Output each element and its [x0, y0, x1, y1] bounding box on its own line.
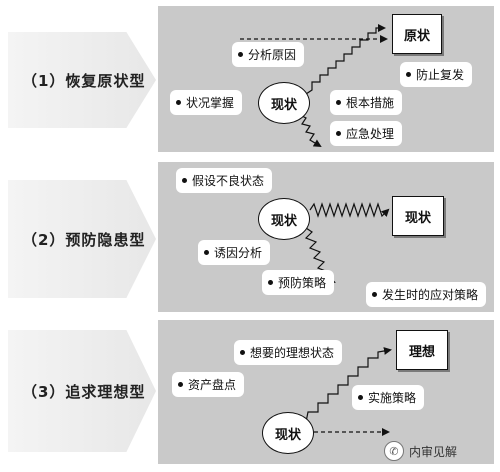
wechat-icon: ✆	[384, 441, 404, 461]
target-box-label: 现状	[404, 210, 431, 226]
watermark: ✆ 内审见解	[384, 438, 492, 464]
target-box-label: 理想	[408, 344, 435, 360]
pill-label: 防止复发	[416, 68, 465, 82]
current-state-label: 现状	[270, 97, 297, 113]
dot-icon	[238, 52, 243, 57]
pill-response-strategy: 发生时的应对策略	[366, 282, 487, 307]
pill-grasp-situation: 状况掌握	[170, 90, 243, 115]
dot-icon	[176, 100, 181, 105]
current-state-label: 现状	[274, 427, 301, 443]
target-box-label: 原状	[403, 28, 430, 44]
pill-label: 想要的理想状态	[250, 346, 335, 360]
pill-cause-analysis: 诱因分析	[198, 240, 271, 265]
pill-ideal-state: 想要的理想状态	[234, 340, 343, 365]
pill-prevent-recurrence: 防止复发	[400, 62, 473, 87]
pill-label: 资产盘点	[188, 378, 237, 392]
pill-label: 根本措施	[346, 96, 395, 110]
row-label-text: （1）恢复原状型	[22, 71, 146, 90]
dot-icon	[240, 350, 245, 355]
pill-label: 发生时的应对策略	[382, 288, 479, 302]
pill-label: 分析原因	[248, 48, 297, 62]
dot-icon	[336, 100, 341, 105]
pill-prevention-strategy: 预防策略	[262, 270, 335, 295]
dot-icon	[268, 280, 273, 285]
current-state-ellipse-restore: 现状	[258, 82, 310, 124]
target-box-prevent: 现状	[392, 196, 444, 236]
dot-icon	[204, 250, 209, 255]
pill-label: 诱因分析	[214, 246, 263, 260]
pill-analyze-cause: 分析原因	[232, 42, 305, 67]
current-state-ellipse-ideal: 现状	[262, 412, 314, 454]
pill-label: 假设不良状态	[192, 174, 265, 188]
pill-emergency: 应急处理	[330, 121, 403, 146]
current-state-label: 现状	[270, 213, 297, 229]
pill-label: 应急处理	[346, 127, 395, 141]
dot-icon	[178, 382, 183, 387]
dot-icon	[372, 292, 377, 297]
pill-label: 状况掌握	[186, 96, 235, 110]
pill-asset-inventory: 资产盘点	[172, 372, 245, 397]
dot-icon	[358, 395, 363, 400]
row-label-text: （2）预防隐患型	[22, 230, 146, 249]
watermark-text: 内审见解	[409, 444, 458, 459]
dot-icon	[182, 178, 187, 183]
row-label-restore: （1）恢复原状型	[8, 32, 156, 128]
current-state-ellipse-prevent: 现状	[258, 198, 310, 240]
target-box-ideal: 理想	[396, 330, 448, 370]
row-label-prevent: （2）预防隐患型	[8, 180, 156, 298]
pill-label: 预防策略	[278, 276, 327, 290]
dot-icon	[336, 131, 341, 136]
pill-label: 实施策略	[368, 391, 417, 405]
target-box-original: 原状	[392, 14, 442, 54]
pill-implementation-strategy: 实施策略	[352, 385, 425, 410]
row-label-text: （3）追求理想型	[22, 382, 146, 401]
dot-icon	[406, 72, 411, 77]
row-label-ideal: （3）追求理想型	[8, 330, 156, 452]
pill-assume-bad-state: 假设不良状态	[176, 168, 273, 193]
pill-root-measure: 根本措施	[330, 90, 403, 115]
